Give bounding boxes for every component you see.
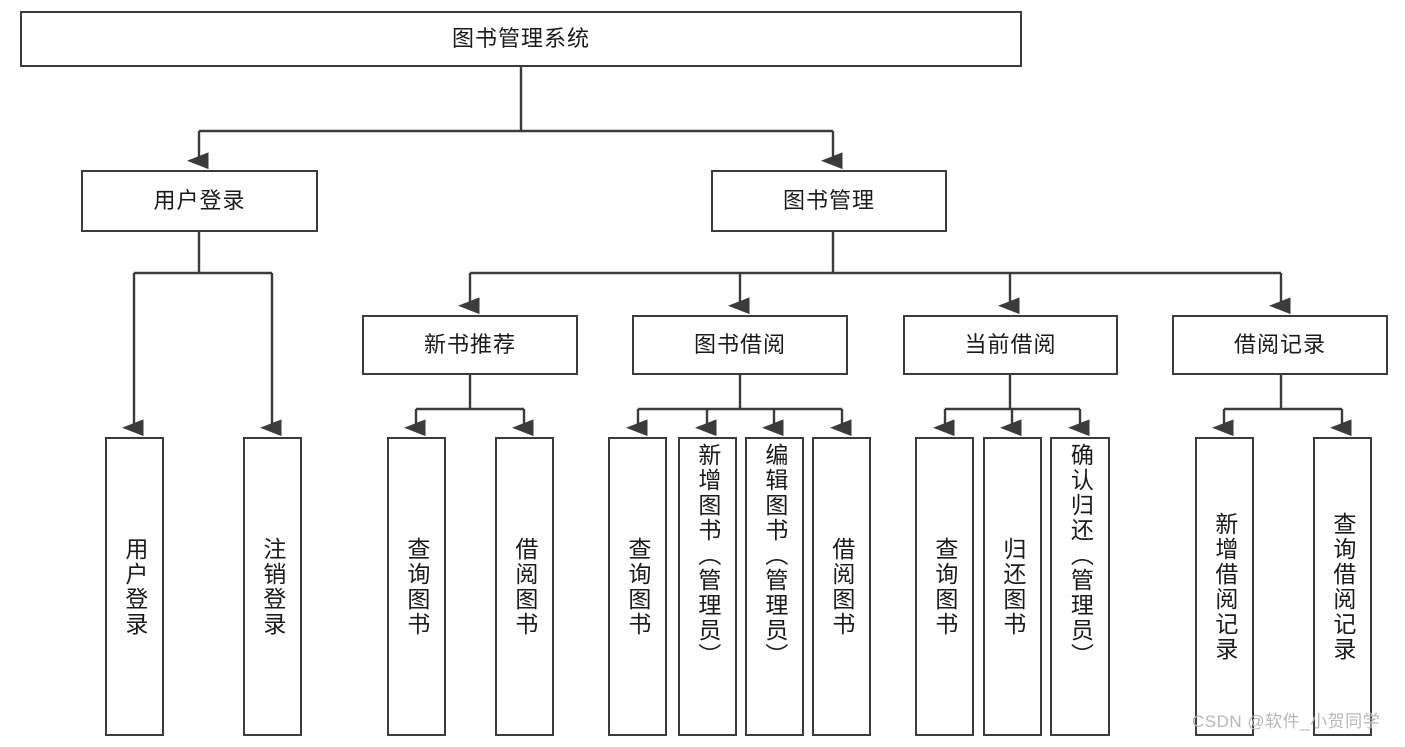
leaf-label: 新增借阅记录 bbox=[1211, 511, 1238, 662]
node-label: 当前借阅 bbox=[964, 332, 1057, 358]
node-book-borrow[interactable]: 图书借阅 bbox=[632, 315, 848, 375]
leaf-user-login-login[interactable]: 用户登录 bbox=[105, 437, 164, 736]
leaf-borrow-borrow-book[interactable]: 借阅图书 bbox=[812, 437, 871, 736]
node-label: 新书推荐 bbox=[423, 332, 516, 358]
leaf-label: 归还图书 bbox=[999, 536, 1026, 637]
node-label: 图书管理系统 bbox=[451, 26, 590, 52]
leaf-current-return-book[interactable]: 归还图书 bbox=[983, 437, 1042, 736]
leaf-borrow-add-book-admin[interactable]: 新增图书（管理员） bbox=[678, 437, 737, 736]
leaf-label: 查询借阅记录 bbox=[1329, 511, 1356, 662]
node-book-management[interactable]: 图书管理 bbox=[711, 170, 947, 232]
node-current-borrow[interactable]: 当前借阅 bbox=[903, 315, 1118, 375]
watermark: CSDN @软件_小贺同学 bbox=[1192, 712, 1381, 731]
leaf-label: 新增图书（管理员） bbox=[694, 443, 721, 668]
node-new-book-recommend[interactable]: 新书推荐 bbox=[362, 315, 578, 375]
node-user-login[interactable]: 用户登录 bbox=[81, 170, 318, 232]
leaf-recommend-query-book[interactable]: 查询图书 bbox=[387, 437, 446, 736]
node-borrow-record[interactable]: 借阅记录 bbox=[1172, 315, 1388, 375]
leaf-record-query-record[interactable]: 查询借阅记录 bbox=[1313, 437, 1372, 736]
leaf-label: 注销登录 bbox=[259, 536, 286, 637]
leaf-current-confirm-return-admin[interactable]: 确认归还（管理员） bbox=[1050, 437, 1110, 736]
leaf-borrow-edit-book-admin[interactable]: 编辑图书（管理员） bbox=[745, 437, 804, 736]
leaf-label: 查询图书 bbox=[403, 536, 430, 637]
leaf-borrow-query-book[interactable]: 查询图书 bbox=[608, 437, 667, 736]
leaf-label: 借阅图书 bbox=[511, 536, 538, 637]
leaf-label: 编辑图书（管理员） bbox=[761, 443, 788, 668]
node-root-system[interactable]: 图书管理系统 bbox=[20, 11, 1022, 67]
leaf-user-login-logout[interactable]: 注销登录 bbox=[243, 437, 302, 736]
leaf-label: 用户登录 bbox=[121, 536, 148, 637]
leaf-label: 确认归还（管理员） bbox=[1067, 443, 1094, 668]
leaf-recommend-borrow-book[interactable]: 借阅图书 bbox=[495, 437, 554, 736]
leaf-current-query-book[interactable]: 查询图书 bbox=[915, 437, 974, 736]
leaf-label: 查询图书 bbox=[624, 536, 651, 637]
node-label: 用户登录 bbox=[153, 188, 246, 214]
node-label: 图书借阅 bbox=[693, 332, 786, 358]
node-label: 图书管理 bbox=[782, 188, 875, 214]
node-label: 借阅记录 bbox=[1233, 332, 1326, 358]
leaf-label: 查询图书 bbox=[931, 536, 958, 637]
leaf-record-add-record[interactable]: 新增借阅记录 bbox=[1195, 437, 1254, 736]
leaf-label: 借阅图书 bbox=[828, 536, 855, 637]
